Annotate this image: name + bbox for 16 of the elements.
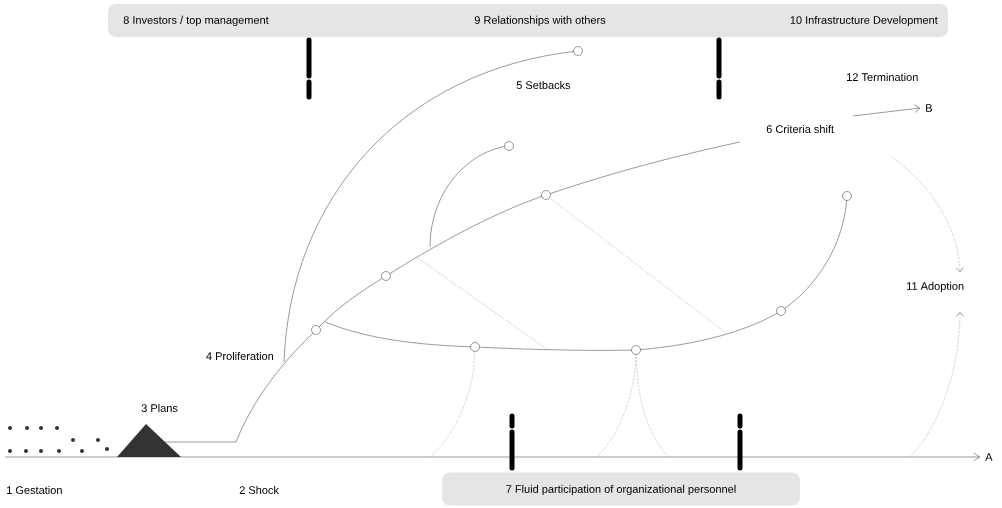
band-label: 10 Infrastructure Development: [790, 15, 938, 27]
band: [442, 472, 800, 506]
band: [108, 4, 948, 37]
stage-label: 6 Criteria shift: [766, 124, 834, 134]
stage-label: 3 Plans: [141, 403, 178, 413]
band-label: 8 Investors / top management: [123, 15, 269, 27]
stage-label: B: [926, 104, 932, 112]
stage-label: 11 Adoption: [907, 281, 964, 293]
stage-label: 12 Termination: [847, 72, 918, 82]
stage-label: 4 Proliferation: [206, 351, 274, 361]
band-label: 7 Fluid participation of organizational personnel: [506, 484, 736, 496]
stage-label: 5 Setbacks: [516, 80, 571, 90]
stage-label: 1 Gestation: [7, 485, 62, 495]
stage-label: A: [985, 453, 993, 461]
band-label: 9 Relationships with others: [474, 15, 606, 27]
stage-label: 2 Shock: [239, 485, 279, 495]
